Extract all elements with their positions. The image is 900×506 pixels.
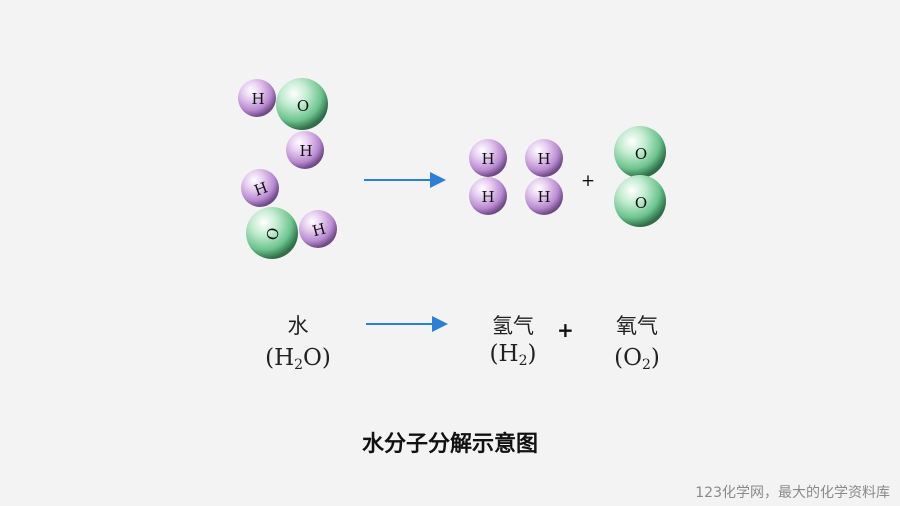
hydrogen-atom <box>525 177 563 215</box>
oxygen-symbol: O <box>297 97 309 115</box>
product2-formula: (O2) <box>602 345 672 373</box>
plus-sign-top: + <box>581 171 595 191</box>
formula-prefix: (H <box>489 341 519 367</box>
oxygen-symbol: O <box>635 145 647 163</box>
formula-suffix: O) <box>303 345 331 371</box>
hydrogen-atom <box>469 139 507 177</box>
water-molecule-2: H O H <box>241 169 337 259</box>
water-molecule-1: H O H <box>238 78 328 169</box>
oxygen-atom <box>614 175 666 227</box>
hydrogen-atom <box>241 169 279 207</box>
oxygen-atom <box>276 78 328 130</box>
formula-subscript: 2 <box>518 353 528 369</box>
reactant-name: 水 <box>287 314 309 338</box>
formula-suffix: ) <box>527 341 537 367</box>
formula-suffix: ) <box>650 345 660 371</box>
hydrogen-atom <box>525 139 563 177</box>
formula-prefix: (O <box>614 345 642 371</box>
diagram-title: 水分子分解示意图 <box>361 432 538 457</box>
hydrogen-molecule-2: H H <box>525 139 563 215</box>
hydrogen-atom <box>469 177 507 215</box>
oxygen-molecule: O O <box>614 126 666 227</box>
hydrogen-atom <box>299 210 337 248</box>
watermark-text: 123化学网，最大的化学资料库 <box>695 485 890 501</box>
oxygen-symbol: O <box>263 226 283 241</box>
hydrogen-symbol: H <box>481 150 494 168</box>
hydrogen-atom <box>286 131 324 169</box>
hydrogen-symbol: H <box>251 90 264 108</box>
hydrogen-symbol: H <box>252 178 270 199</box>
oxygen-symbol: O <box>635 194 647 212</box>
product1-formula: (H2) <box>478 341 548 369</box>
reactant-formula: (H2O) <box>248 345 348 373</box>
hydrogen-symbol: H <box>299 142 312 160</box>
hydrogen-symbol: H <box>537 188 550 206</box>
hydrogen-molecule-1: H H <box>469 139 507 215</box>
hydrogen-symbol: H <box>481 188 494 206</box>
hydrogen-symbol: H <box>537 150 550 168</box>
plus-sign-bottom: + <box>557 318 574 342</box>
hydrogen-atom <box>238 79 276 117</box>
formula-subscript: 2 <box>641 357 651 373</box>
product1-name: 氢气 <box>492 314 534 338</box>
hydrogen-symbol: H <box>310 220 327 241</box>
product2-name: 氧气 <box>616 314 658 338</box>
formula-prefix: (H <box>265 345 295 371</box>
oxygen-atom <box>614 126 666 178</box>
formula-subscript: 2 <box>294 357 304 373</box>
oxygen-atom <box>246 207 298 259</box>
